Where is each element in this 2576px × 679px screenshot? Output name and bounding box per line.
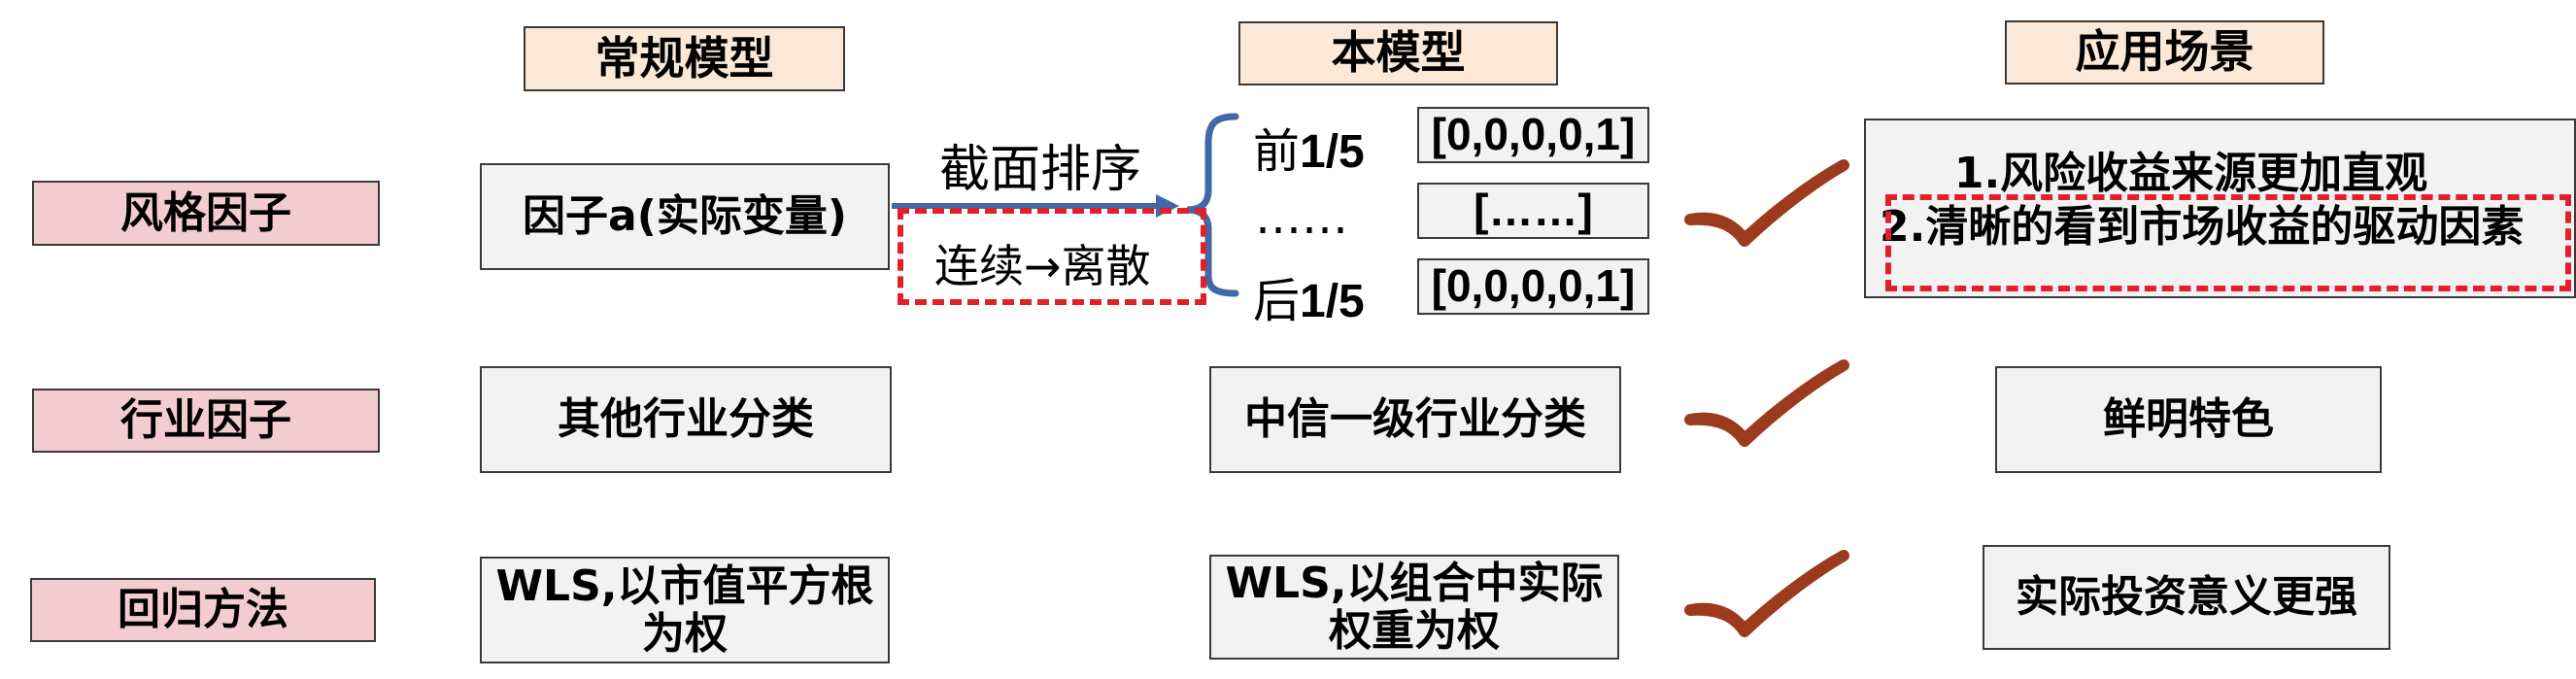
this-model-regression-line2: 权重为权 bbox=[1329, 606, 1500, 656]
application-style-line1: 1.风险收益来源更加直观 bbox=[1953, 149, 2428, 198]
conventional-regression-line2: 为权 bbox=[642, 609, 728, 659]
conventional-style-box: 因子a(实际变量) bbox=[480, 163, 890, 270]
application-style-highlight bbox=[1885, 194, 2571, 291]
vector-bottom-box: [0,0,0,0,1] bbox=[1417, 258, 1649, 315]
conventional-regression-line1: WLS,以市值平方根 bbox=[495, 560, 874, 611]
rank-top-fraction: 1/5 bbox=[1300, 126, 1365, 178]
rank-top-label: 前1/5 bbox=[1253, 113, 1365, 181]
rank-top-prefix: 前 bbox=[1253, 124, 1301, 179]
this-model-regression-line1: WLS,以组合中实际 bbox=[1225, 558, 1604, 608]
application-style-line2: 2.清晰的看到市场收益的驱动因素 bbox=[1880, 202, 2525, 253]
vector-top-box: [0,0,0,0,1] bbox=[1417, 107, 1649, 163]
rank-middle-label: …… bbox=[1255, 190, 1348, 245]
header-this-model: 本模型 bbox=[1238, 21, 1558, 85]
application-regression-box: 实际投资意义更强 bbox=[1983, 545, 2390, 650]
rank-bottom-fraction: 1/5 bbox=[1300, 276, 1365, 327]
rank-bottom-prefix: 后 bbox=[1253, 274, 1301, 328]
conventional-regression-box: WLS,以市值平方根 为权 bbox=[480, 557, 890, 663]
row-label-style-factor: 风格因子 bbox=[32, 181, 380, 246]
application-style-box: 1.风险收益来源更加直观 2.清晰的看到市场收益的驱动因素 bbox=[1864, 119, 2576, 298]
checkmark-icon bbox=[1684, 359, 1849, 447]
header-application: 应用场景 bbox=[2005, 20, 2324, 85]
application-industry-box: 鲜明特色 bbox=[1995, 366, 2382, 473]
checkmark-icon bbox=[1684, 550, 1849, 637]
continuous-to-discrete-label: 连续→离散 bbox=[934, 240, 1151, 292]
this-model-regression-box: WLS,以组合中实际 权重为权 bbox=[1209, 555, 1619, 660]
vector-middle-box: [……] bbox=[1417, 183, 1649, 239]
conventional-industry-box: 其他行业分类 bbox=[480, 366, 892, 473]
checkmark-icon bbox=[1684, 159, 1849, 247]
sort-label: 截面排序 bbox=[939, 141, 1142, 199]
continuous-discrete-highlight bbox=[898, 208, 1206, 305]
row-label-regression-method: 回归方法 bbox=[30, 578, 376, 642]
this-model-industry-box: 中信一级行业分类 bbox=[1209, 366, 1621, 473]
row-label-industry-factor: 行业因子 bbox=[32, 389, 380, 453]
header-conventional-model: 常规模型 bbox=[524, 26, 845, 91]
rank-bottom-label: 后1/5 bbox=[1253, 262, 1365, 330]
